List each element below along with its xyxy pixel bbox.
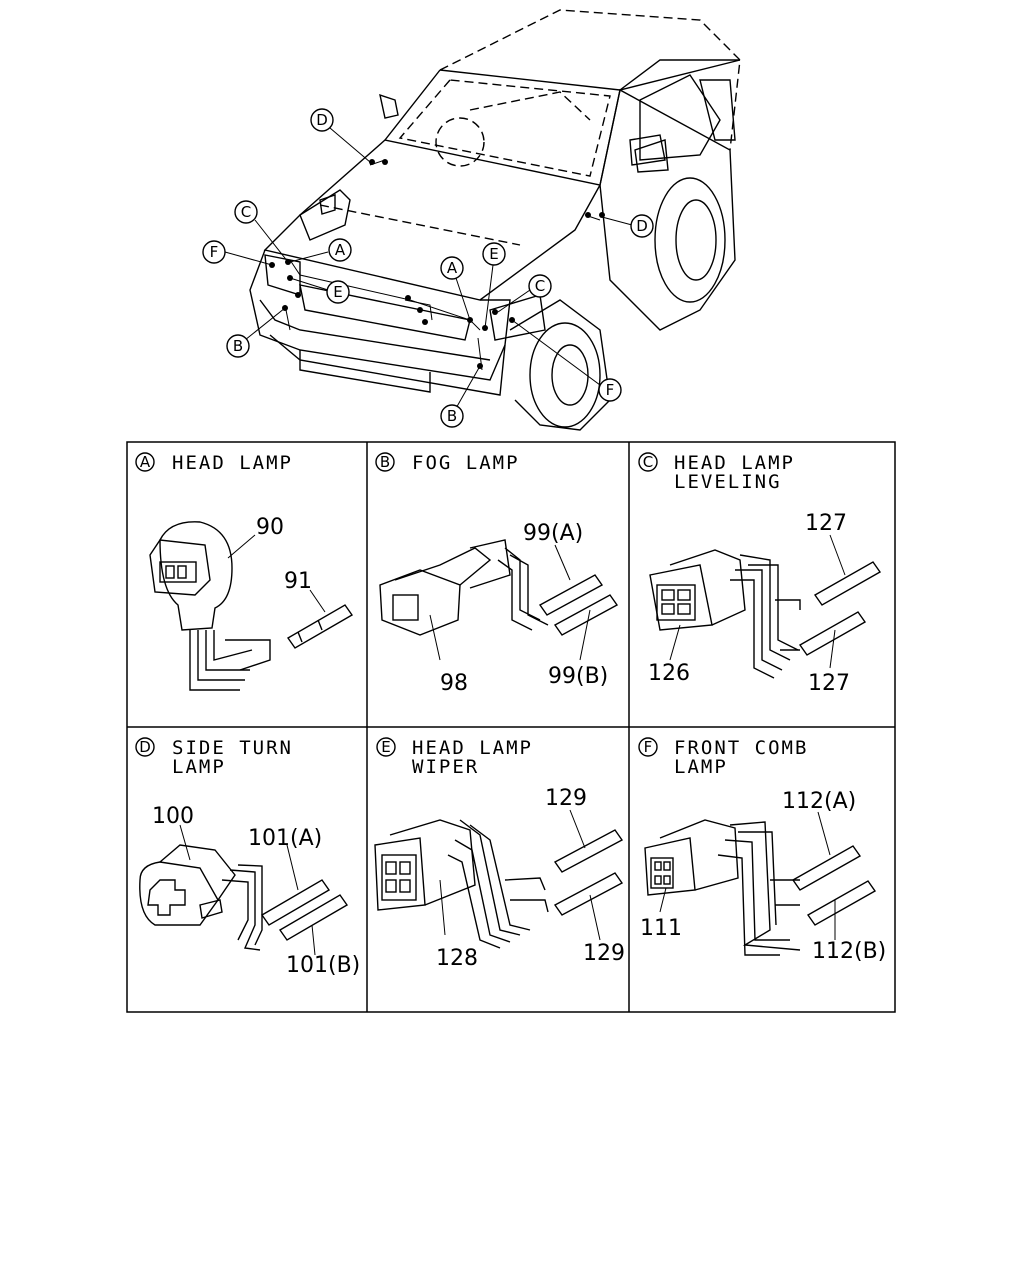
part-number-98: 98 [440,671,468,696]
terminal-129-lower [553,872,624,916]
callout-c-left: C [234,200,258,224]
connector-128 [374,819,549,949]
part-number-99a: 99(A) [523,521,583,546]
terminal-127-lower [798,611,867,656]
svg-text:E: E [333,283,342,301]
panel-title-line2: LEVELING [674,471,782,493]
panel-head-lamp-leveling: C HEAD LAMP LEVELING 127 126 127 [638,452,882,696]
panel-title: HEAD LAMP [412,737,533,759]
part-number-101b: 101(B) [286,953,360,978]
part-number-111: 111 [640,916,682,941]
callout-b-right: B [440,404,464,428]
terminal-112a [791,845,862,891]
svg-text:B: B [233,337,243,355]
panel-letter: B [380,453,390,471]
callout-b-left: B [226,334,250,358]
terminal-129-upper [553,829,624,873]
panel-title: SIDE TURN [172,737,293,759]
callout-d-windshield: D [310,108,334,132]
part-number-90: 90 [256,515,284,540]
part-number-126: 126 [648,661,690,686]
part-number-112a: 112(A) [782,789,856,814]
part-number-129-lower: 129 [583,941,625,966]
panel-title: HEAD LAMP [172,452,293,474]
svg-text:E: E [489,245,498,263]
part-number-101a: 101(A) [248,826,322,851]
callout-a-right: A [440,256,464,280]
callout-d-fender: D [630,214,654,238]
panel-title: FOG LAMP [412,452,520,474]
panel-title: HEAD LAMP [674,452,795,474]
panel-title-line2: LAMP [674,756,728,778]
part-number-100: 100 [152,804,194,829]
connector-90 [149,521,271,691]
svg-text:D: D [316,111,328,129]
svg-text:D: D [636,217,648,235]
svg-text:A: A [447,259,458,277]
connector-100 [139,844,263,951]
terminal-127-upper [813,561,882,606]
part-number-99b: 99(B) [548,664,608,689]
part-number-129-upper: 129 [545,786,587,811]
connector-111 [644,819,801,956]
part-number-91: 91 [284,569,312,594]
callout-e-left: E [326,280,350,304]
panel-front-comb-lamp: F FRONT COMB LAMP 112(A) 111 112(B) [638,737,886,964]
panel-title-line2: LAMP [172,756,226,778]
terminal-101a [260,879,331,926]
panel-letter: C [643,453,653,471]
svg-text:C: C [241,203,251,221]
terminal-101b [278,894,349,941]
svg-text:B: B [447,407,457,425]
svg-text:F: F [606,381,615,399]
svg-text:C: C [535,277,545,295]
callout-c-right: C [528,274,552,298]
terminal-91 [286,604,354,649]
callout-a-left: A [328,238,352,262]
panel-letter: D [139,738,151,756]
callout-e-right: E [482,242,506,266]
vehicle-overview: D D C C F F A A [202,9,741,431]
terminal-99b [553,594,619,636]
terminal-99a [538,574,604,616]
svg-text:F: F [210,243,219,261]
part-number-127-lower: 127 [808,671,850,696]
panel-letter: E [381,738,390,756]
callout-f-right: F [598,378,622,402]
panel-title-line2: WIPER [412,756,479,778]
part-number-112b: 112(B) [812,939,886,964]
panel-letter: A [140,453,151,471]
panel-letter: F [644,738,653,756]
callout-f-left: F [202,240,226,264]
panel-title: FRONT COMB [674,737,808,759]
connector-98 [379,539,549,636]
panel-head-lamp-wiper: E HEAD LAMP WIPER 129 128 129 [374,737,625,971]
part-number-127-upper: 127 [805,511,847,536]
connector-126 [649,549,801,679]
panel-head-lamp: A HEAD LAMP 90 91 [135,452,354,691]
panel-fog-lamp: B FOG LAMP 99(A) 98 99(B) [375,452,619,696]
part-number-128: 128 [436,946,478,971]
detail-grid [126,441,896,1013]
terminal-112b [806,880,877,926]
svg-text:A: A [335,241,346,259]
panel-side-turn-lamp: D SIDE TURN LAMP 100 101(A) 101(B) [135,737,360,978]
